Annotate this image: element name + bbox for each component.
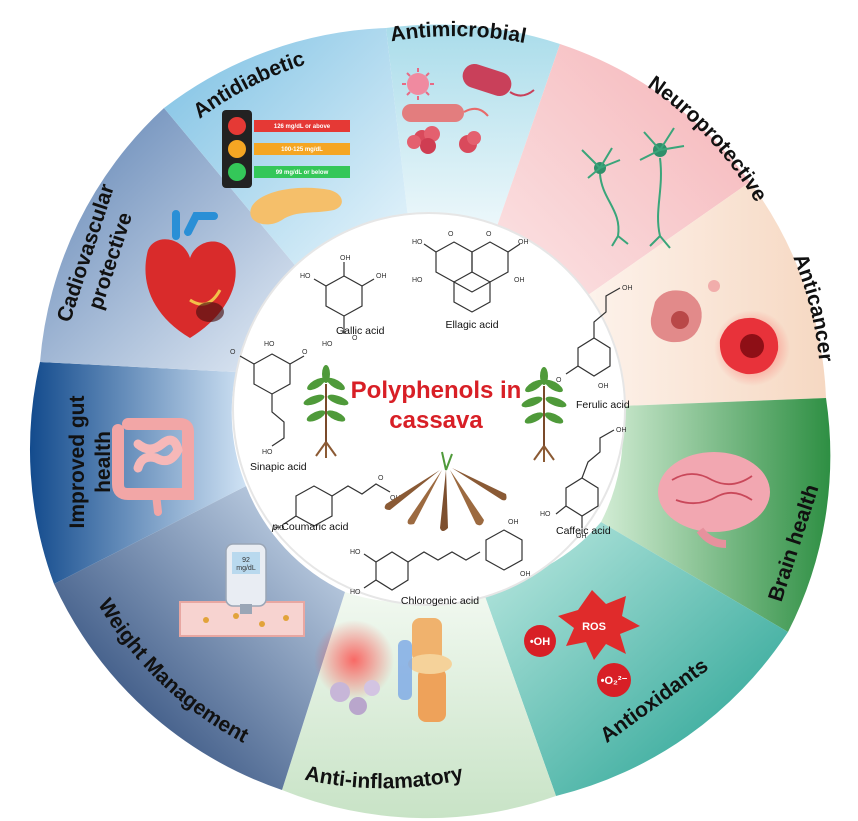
heart-icon: [145, 210, 236, 338]
chlorogenic-acid-structure: HO HO OH OH: [350, 519, 531, 596]
svg-text:O: O: [230, 349, 236, 356]
compound-gallic-acid: Gallic acid: [336, 325, 385, 337]
cassava-plant-right-icon: [521, 367, 567, 462]
center-title-line1: Polyphenols in: [351, 377, 522, 404]
compound-coumaric-acid: p-Coumaric acid: [271, 521, 349, 533]
caffeic-acid-structure: OH HO OH: [540, 427, 627, 540]
label-gut-health-line1: Improved gut: [66, 395, 89, 528]
traffic-light-low: 99 mg/dL or below: [276, 170, 329, 176]
svg-text:OH: OH: [514, 277, 525, 284]
svg-text:OH: OH: [508, 519, 519, 526]
cassava-plant-left-icon: [303, 365, 349, 458]
ros-icon: ROS •OH •O₂²⁻: [524, 590, 640, 697]
brain-icon: [658, 452, 770, 548]
compound-ferulic-acid: Ferulic acid: [576, 399, 630, 411]
svg-text:OH: OH: [576, 533, 587, 540]
ellagic-acid-structure: HO OH O O HO OH: [412, 231, 529, 313]
svg-text:OH: OH: [340, 255, 351, 262]
label-gut-health-line2: health: [92, 431, 115, 493]
svg-text:O: O: [448, 231, 454, 238]
segment-cardio: [40, 108, 304, 372]
glucometer-icon: 92 mg/dL: [179, 543, 305, 637]
oh-label: •OH: [530, 636, 550, 648]
svg-text:HO: HO: [412, 277, 423, 284]
o2-label: •O₂²⁻: [601, 675, 628, 687]
svg-text:OH: OH: [520, 571, 531, 578]
svg-text:O: O: [378, 475, 384, 482]
svg-text:O: O: [302, 349, 308, 356]
segment-gut-health: [29, 362, 247, 584]
ferulic-acid-structure: OH O OH: [556, 285, 633, 390]
bacteria-icon: [402, 63, 535, 154]
svg-text:HO: HO: [350, 589, 361, 596]
traffic-light-high: 126 mg/dL or above: [274, 124, 331, 130]
pancreas-icon: [250, 187, 342, 225]
traffic-light-icon: 126 mg/dL or above 100-125 mg/dL 99 mg/d…: [222, 110, 350, 188]
neuron-icon: [581, 127, 685, 249]
cassava-root-icon: [384, 451, 507, 531]
illustrations: ROS •OH •O₂²⁻ 92 mg/dL: [112, 63, 790, 722]
segment-antioxidants: [482, 522, 788, 796]
svg-text:HO: HO: [350, 549, 361, 556]
segment-antimicrobial: [386, 24, 560, 232]
ros-label: ROS: [582, 621, 606, 633]
knee-joint-icon: [314, 618, 452, 722]
cancer-cell-icon: [650, 280, 790, 386]
svg-text:HO: HO: [322, 341, 333, 348]
intestine-icon: [112, 418, 194, 516]
svg-text:HO: HO: [274, 525, 285, 532]
sinapic-acid-structure: HO O O HO: [230, 341, 308, 456]
svg-text:HO: HO: [262, 449, 273, 456]
svg-text:HO: HO: [540, 511, 551, 518]
center-circle: [232, 212, 626, 606]
svg-text:OH: OH: [376, 273, 387, 280]
svg-text:HO: HO: [412, 239, 423, 246]
compound-ellagic-acid: Ellagic acid: [445, 319, 498, 331]
svg-text:OH: OH: [598, 383, 609, 390]
compound-caffeic-acid: Caffeic acid: [556, 525, 611, 537]
svg-text:HO: HO: [264, 341, 275, 348]
chemical-structures: OH HO OH HO O HO OH O O HO OH OH O OH: [230, 231, 633, 596]
compound-sinapic-acid: Sinapic acid: [250, 461, 307, 473]
wheel-segments: [29, 24, 831, 819]
glucometer-reading: 92: [242, 557, 250, 564]
svg-text:O: O: [486, 231, 492, 238]
svg-text:OH: OH: [622, 285, 633, 292]
svg-text:OH: OH: [518, 239, 529, 246]
glucometer-unit: mg/dL: [236, 565, 256, 572]
center-title-line2: cassava: [389, 407, 483, 434]
traffic-light-mid: 100-125 mg/dL: [281, 147, 323, 153]
segment-weight-management: [54, 486, 345, 790]
compound-labels: Gallic acid Ellagic acid Ferulic acid Si…: [250, 319, 630, 607]
compound-chlorogenic-acid: Chlorogenic acid: [401, 595, 479, 607]
svg-text:O: O: [556, 377, 562, 384]
svg-text:O: O: [352, 335, 358, 342]
svg-text:OH: OH: [616, 427, 627, 434]
segment-neuroprotective: [495, 44, 750, 300]
svg-text:HO: HO: [300, 273, 311, 280]
gallic-acid-structure: OH HO OH HO O: [300, 255, 387, 348]
